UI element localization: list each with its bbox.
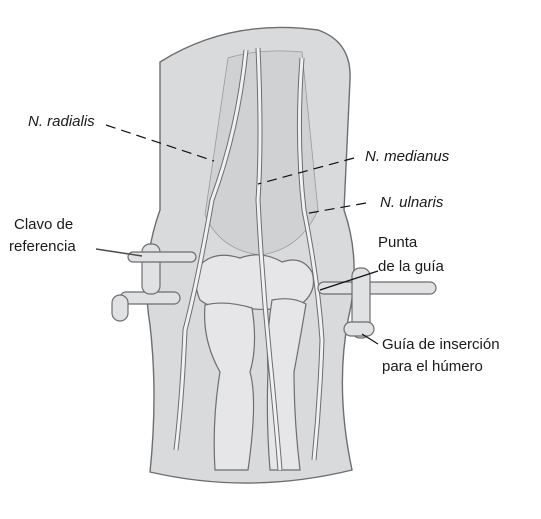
label-humerus-guide-line2: para el húmero	[382, 358, 483, 375]
label-guide-tip-line2: de la guía	[378, 258, 444, 275]
leader-radial-nerve	[105, 124, 215, 162]
label-radial-nerve: N. radialis	[28, 113, 95, 130]
left-guide-device	[111, 243, 197, 322]
leader-humerus-guide	[361, 333, 379, 345]
label-reference-pin-line1: Clavo de	[14, 216, 74, 233]
humerus-condyles	[195, 254, 315, 311]
ulna-bone	[203, 302, 256, 471]
label-median-nerve: N. medianus	[365, 148, 450, 165]
label-reference-pin-line2: referencia	[9, 238, 76, 255]
label-ulnar-nerve: N. ulnaris	[380, 194, 444, 211]
label-guide-tip-line1: Punta	[378, 234, 418, 251]
leader-guide-tip	[319, 270, 379, 291]
right-guide-device	[317, 267, 437, 339]
leader-ulnar-nerve	[303, 202, 367, 215]
reference-pin	[95, 248, 143, 257]
leader-median-nerve	[257, 157, 355, 185]
label-humerus-guide-line1: Guía de inserción	[382, 336, 500, 353]
